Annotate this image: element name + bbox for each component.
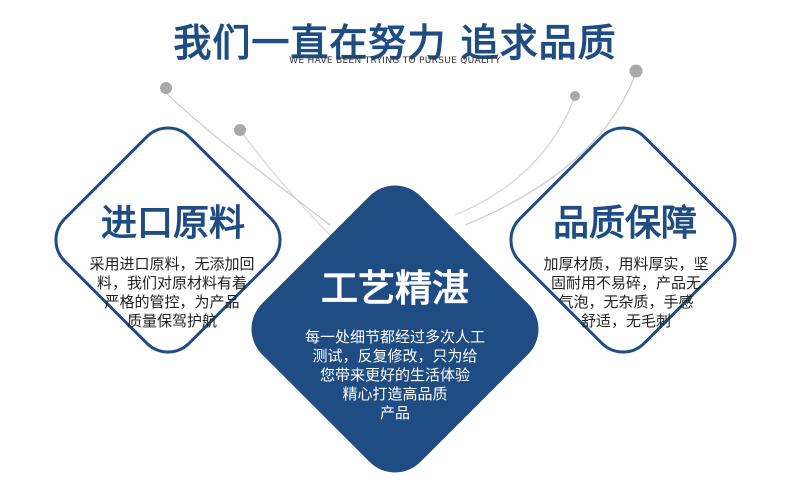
decor-dot-right-small (570, 91, 580, 101)
decor-dot-left-small (234, 124, 246, 136)
decor-dot-right-large (629, 64, 643, 78)
decor-curve-left-1 (165, 92, 331, 226)
feature-desc-line: 质量保驾护航 (126, 312, 217, 330)
feature-desc-line: 每一处细节都经过多次人工 (304, 328, 485, 346)
feature-desc-line: 精心打造高品质 (342, 385, 448, 403)
feature-desc-line: 采用进口原料，无添加回 (89, 255, 255, 273)
feature-desc-line: 气泡，无杂质，手感 (558, 293, 694, 311)
feature-desc-line: 测试，反复修改，只为给 (312, 347, 478, 365)
left-diamond-frame (54, 126, 282, 354)
feature-desc-imported-materials: 采用进口原料，无添加回 料，我们对原材料有着 严格的管控，为产品 质量保驾护航 (44, 255, 300, 331)
decor-dot-left-large (160, 82, 172, 94)
center-diamond (251, 185, 539, 473)
feature-desc-line: 舒适，无毛刺 (580, 312, 671, 330)
feature-desc-line: 加厚材质，用料厚实，坚 (543, 255, 709, 273)
right-diamond-frame (509, 126, 737, 354)
feature-desc-line: 您带来更好的生活体验 (319, 366, 470, 384)
page-subtitle: WE HAVE BEEN TRYING TO PURSUE QUALITY (289, 56, 501, 66)
feature-desc-quality-assurance: 加厚材质，用料厚实，坚 固耐用不易碎，产品无 气泡，无杂质，手感 舒适，无毛刺 (506, 255, 746, 331)
feature-title-craftsmanship: 工艺精湛 (321, 266, 469, 310)
decor-curve-left-2 (239, 129, 336, 241)
feature-desc-line: 固耐用不易碎，产品无 (550, 274, 701, 292)
page-title: 我们一直在努力 追求品质 (173, 21, 617, 65)
feature-desc-line: 料，我们对原材料有着 (96, 274, 247, 292)
decor-curve-right-1 (464, 71, 637, 226)
feature-desc-line: 严格的管控，为产品 (104, 293, 240, 311)
decor-curve-right-2 (454, 95, 576, 216)
feature-desc-line: 产品 (379, 404, 410, 422)
feature-title-imported-materials: 进口原料 (100, 202, 245, 244)
feature-desc-craftsmanship: 每一处细节都经过多次人工 测试，反复修改，只为给 您带来更好的生活体验 精心打造… (265, 328, 525, 423)
feature-title-quality-assurance: 品质保障 (552, 202, 697, 244)
